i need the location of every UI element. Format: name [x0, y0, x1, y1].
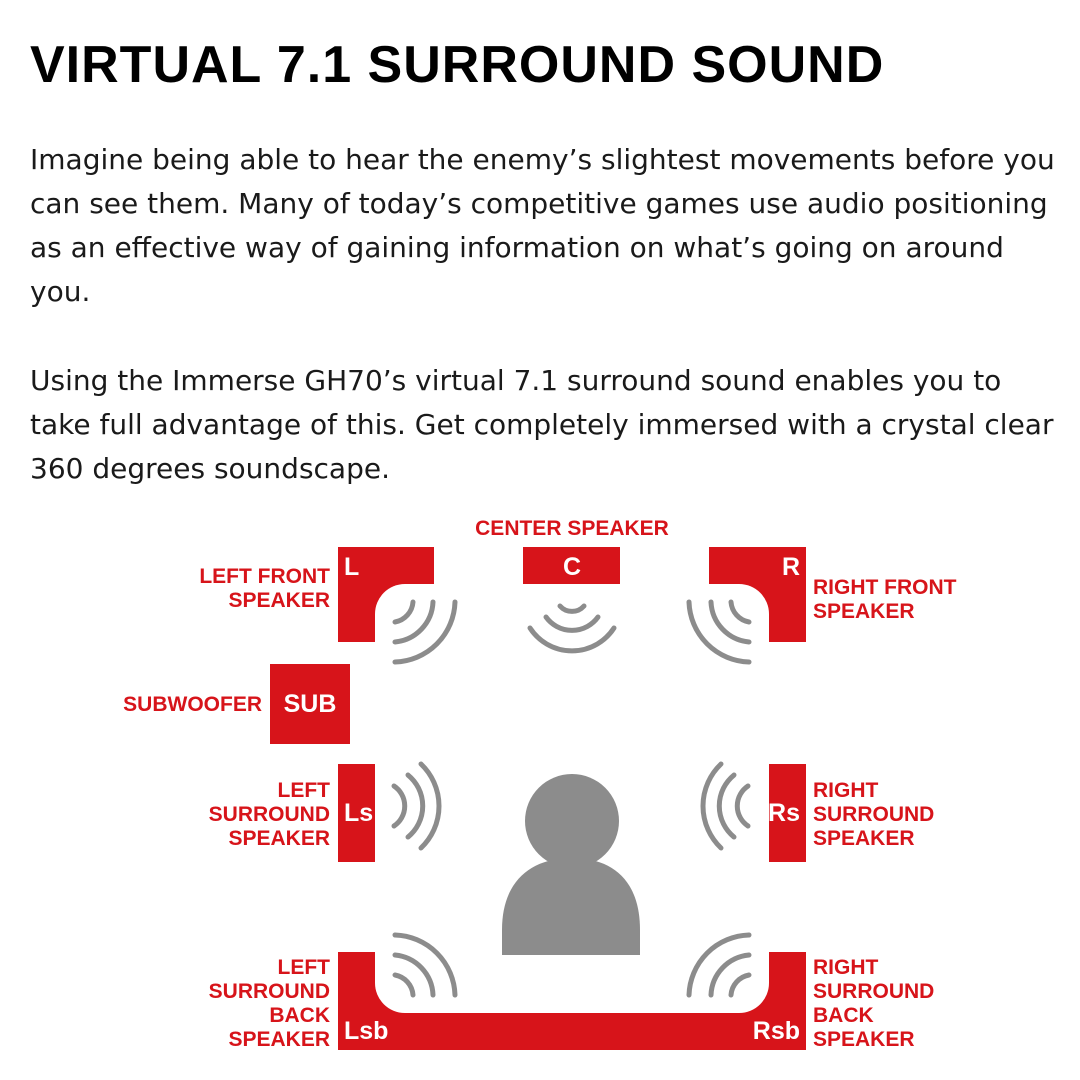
right-surround-speaker-code: Rs [768, 799, 800, 827]
right-surround-back-speaker-label: RIGHT [813, 956, 879, 979]
left-front-speaker-label: LEFT FRONT [199, 565, 330, 588]
right-surround-back-speaker-label: BACK [813, 1004, 874, 1027]
right-surround-back-wave-icon [686, 932, 752, 998]
feature-paragraph: Using the Immerse GH70’s virtual 7.1 sur… [30, 364, 1054, 485]
subwoofer-speaker-label: SUBWOOFER [123, 693, 262, 716]
center-speaker-label: CENTER SPEAKER [475, 517, 669, 540]
left-surround-speaker-label: SURROUND [209, 803, 330, 826]
sound-waves [391, 599, 752, 998]
right-surround-back-speaker-label: SPEAKER [813, 1028, 915, 1051]
right-front-speaker-label: SPEAKER [813, 600, 915, 623]
left-surround-back-speaker-label: LEFT [278, 956, 331, 979]
right-surround-wave-icon [700, 761, 751, 851]
page-title: VIRTUAL 7.1 SURROUND SOUND [30, 36, 885, 94]
right-front-wave-icon [686, 599, 752, 665]
subwoofer-speaker-code: SUB [284, 690, 337, 718]
left-surround-back-speaker-code: Lsb [344, 1017, 388, 1045]
right-front-speaker-code: R [782, 553, 800, 581]
left-surround-back-speaker-label: SURROUND [209, 980, 330, 1003]
right-surround-speaker-label: RIGHT [813, 779, 879, 802]
left-front-wave-icon [392, 599, 458, 665]
left-surround-speaker-label: SPEAKER [228, 827, 330, 850]
intro-paragraph: Imagine being able to hear the enemy’s s… [30, 143, 1055, 308]
left-surround-wave-icon [391, 761, 442, 851]
subwoofer-block [270, 664, 350, 744]
center-speaker-code: C [563, 553, 581, 581]
left-surround-speaker-code: Ls [344, 799, 373, 827]
right-surround-speaker-label: SURROUND [813, 803, 934, 826]
right-surround-back-speaker-label: SURROUND [813, 980, 934, 1003]
right-surround-back-speaker-code: Rsb [753, 1017, 800, 1045]
right-front-speaker-label: RIGHT FRONT [813, 576, 957, 599]
listener-icon [502, 774, 640, 955]
center-wave-icon [527, 603, 617, 654]
left-surround-back-speaker-label: SPEAKER [228, 1028, 330, 1051]
left-surround-back-speaker-label: BACK [269, 1004, 330, 1027]
left-surround-speaker-label: LEFT [278, 779, 331, 802]
left-front-speaker-label: SPEAKER [228, 589, 330, 612]
left-front-speaker-code: L [344, 553, 359, 581]
right-surround-speaker-label: SPEAKER [813, 827, 915, 850]
left-surround-back-wave-icon [392, 932, 458, 998]
